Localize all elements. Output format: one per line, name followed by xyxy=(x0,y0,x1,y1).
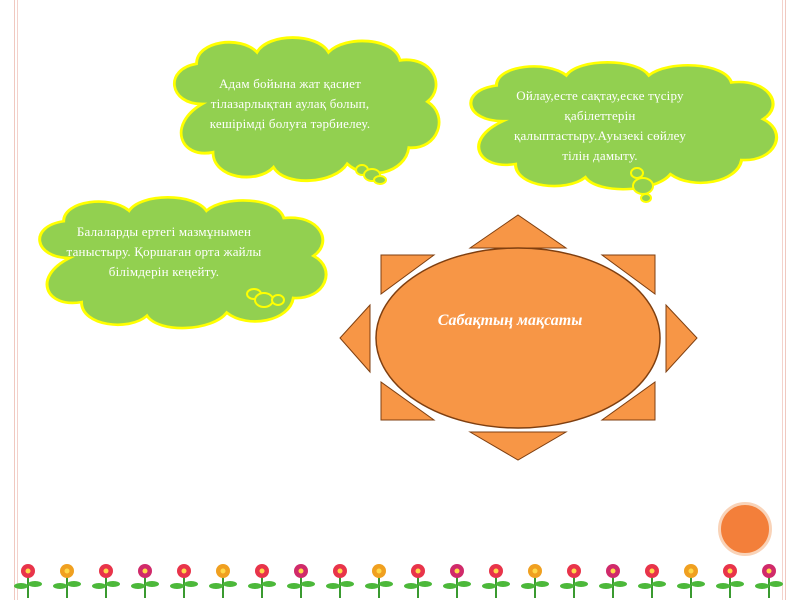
sun-ray-bottom-left xyxy=(380,381,436,421)
center-label: Сабақтың мақсаты xyxy=(437,312,583,329)
goal-text-2: Ойлау,есте сақтау,еске түсіру қабілеттер… xyxy=(513,88,687,163)
flower-icon xyxy=(638,564,666,598)
sun-ray-top-left xyxy=(380,254,436,295)
goal-text-3: Балаларды ертегі мазмұнымен таныстыру. Қ… xyxy=(66,224,262,279)
cloud-3-tail xyxy=(246,288,285,308)
flower-icon xyxy=(716,564,744,598)
slide-border-line-right xyxy=(782,0,783,600)
sun-ray-right xyxy=(665,303,698,374)
flower-border xyxy=(14,564,783,598)
flower-icon xyxy=(170,564,198,598)
flower-icon xyxy=(404,564,432,598)
cloud-1-tail xyxy=(355,164,387,185)
sun-ray-bottom-right xyxy=(600,381,656,421)
goal-cloud-1 xyxy=(172,36,441,185)
flower-icon xyxy=(248,564,276,598)
goal-text-1: Адам бойына жат қасиет тілазарлықтан аул… xyxy=(209,76,371,131)
sun-ray-top xyxy=(468,214,568,249)
slide-border-right xyxy=(785,0,800,600)
flower-icon xyxy=(14,564,42,598)
flower-icon xyxy=(521,564,549,598)
goal-cloud-3 xyxy=(38,195,328,330)
sun-shape xyxy=(339,214,698,461)
flower-icon xyxy=(560,564,588,598)
decorative-bullet xyxy=(718,502,772,556)
flower-icon xyxy=(677,564,705,598)
cloud-2-tail xyxy=(630,167,654,203)
sun-ray-left xyxy=(339,303,371,374)
goal-cloud-2 xyxy=(469,60,779,203)
flower-icon xyxy=(755,564,783,598)
flower-icon xyxy=(443,564,471,598)
sun-ray-bottom xyxy=(468,431,568,461)
sun-ray-top-right xyxy=(600,254,656,295)
sun-core xyxy=(375,247,661,429)
flower-icon xyxy=(365,564,393,598)
flower-icon xyxy=(599,564,627,598)
flower-icon xyxy=(482,564,510,598)
flower-icon xyxy=(53,564,81,598)
slide-border-line-left xyxy=(17,0,18,600)
flower-icon xyxy=(131,564,159,598)
flower-icon xyxy=(209,564,237,598)
flower-icon xyxy=(287,564,315,598)
flower-icon xyxy=(326,564,354,598)
slide-border-left xyxy=(0,0,15,600)
flower-icon xyxy=(92,564,120,598)
